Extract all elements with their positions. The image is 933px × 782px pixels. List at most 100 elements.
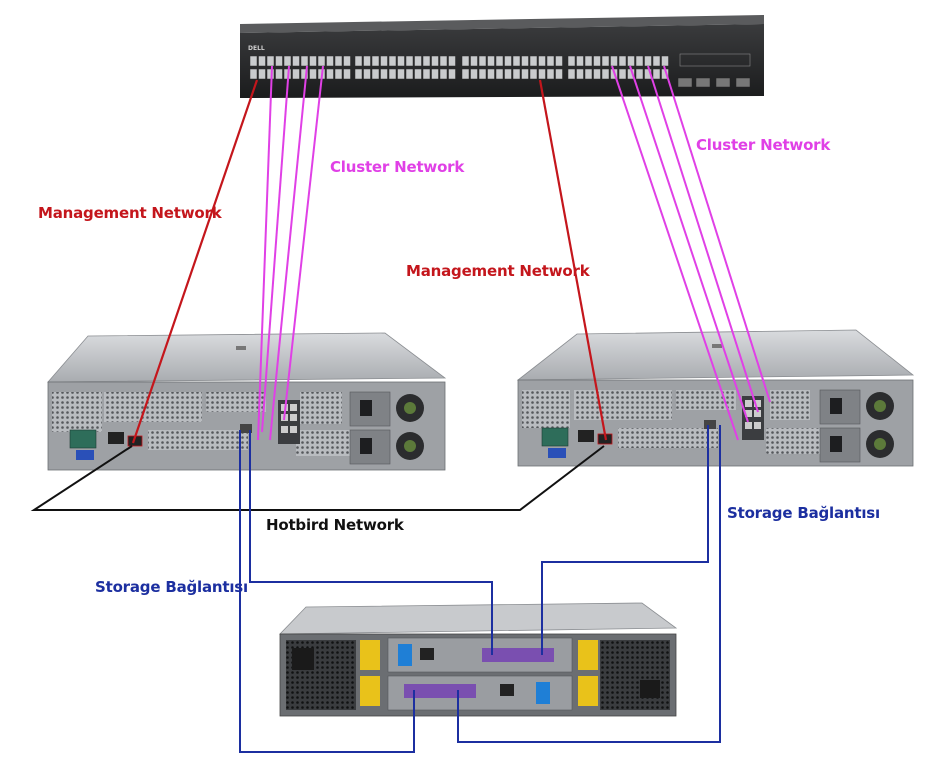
switch-port bbox=[334, 68, 343, 80]
switch-port bbox=[470, 55, 478, 67]
switch-port bbox=[275, 68, 283, 80]
cluster-cable bbox=[283, 65, 324, 421]
label-management-network-left: Management Network bbox=[38, 204, 222, 222]
serial-port bbox=[69, 429, 97, 449]
switch-port bbox=[461, 68, 470, 80]
switch-sfp-ports bbox=[677, 53, 751, 88]
switch-port bbox=[593, 55, 601, 67]
storage-cables bbox=[239, 425, 721, 753]
cluster-cable bbox=[257, 65, 273, 441]
server-left bbox=[47, 332, 447, 471]
cluster-cable bbox=[663, 65, 771, 403]
vga-port bbox=[548, 448, 566, 458]
switch-port bbox=[300, 68, 309, 80]
switch-port bbox=[521, 68, 529, 80]
switch-port bbox=[601, 55, 610, 67]
switch-port bbox=[292, 68, 300, 80]
switch-port bbox=[414, 55, 422, 67]
cluster-cable bbox=[269, 65, 308, 441]
switch-port bbox=[567, 68, 576, 80]
switch-port bbox=[354, 68, 363, 80]
switch-port bbox=[397, 68, 405, 80]
label-hotbird-network: Hotbird Network bbox=[266, 516, 404, 534]
switch-port bbox=[309, 68, 317, 80]
switch-port bbox=[371, 68, 380, 80]
switch-port bbox=[470, 68, 478, 80]
switch-port bbox=[461, 55, 470, 67]
switch-port bbox=[388, 68, 397, 80]
storage-array bbox=[279, 602, 678, 717]
switch-port bbox=[363, 55, 371, 67]
switch-port bbox=[414, 68, 422, 80]
switch-port bbox=[584, 55, 593, 67]
switch-port bbox=[448, 68, 456, 80]
switch-port bbox=[343, 68, 351, 80]
switch-port bbox=[635, 55, 644, 67]
switch-port bbox=[422, 68, 431, 80]
switch-port bbox=[576, 55, 584, 67]
switch-port bbox=[652, 68, 661, 80]
switch-port bbox=[422, 55, 431, 67]
switch-port bbox=[326, 68, 334, 80]
switch-port bbox=[448, 55, 456, 67]
switch-port bbox=[388, 55, 397, 67]
controller-latch bbox=[360, 676, 380, 706]
power-supply bbox=[349, 429, 391, 465]
switch-port bbox=[431, 55, 439, 67]
switch-port bbox=[538, 55, 546, 67]
switch-port bbox=[258, 68, 266, 80]
switch-port bbox=[363, 68, 371, 80]
switch-port bbox=[334, 55, 343, 67]
storage-cable-right-b bbox=[457, 425, 721, 743]
label-cluster-network-left: Cluster Network bbox=[330, 158, 465, 176]
serial-port bbox=[541, 427, 569, 447]
vga-port bbox=[76, 450, 94, 460]
switch-port bbox=[405, 68, 414, 80]
label-storage-connection-right: Storage Bağlantısı bbox=[727, 504, 880, 522]
switch-port bbox=[258, 55, 266, 67]
switch-port bbox=[512, 68, 521, 80]
switch-port bbox=[380, 68, 388, 80]
switch-port bbox=[266, 68, 275, 80]
switch-port bbox=[512, 55, 521, 67]
server-right bbox=[516, 329, 915, 467]
switch-port bbox=[317, 55, 326, 67]
switch-port bbox=[439, 55, 448, 67]
switch-port bbox=[538, 68, 546, 80]
cluster-cables bbox=[257, 65, 771, 441]
switch-port bbox=[627, 55, 635, 67]
switch-port bbox=[354, 55, 363, 67]
label-management-network-right: Management Network bbox=[406, 262, 590, 280]
cluster-cable bbox=[611, 65, 739, 441]
switch-port bbox=[644, 55, 652, 67]
switch-port bbox=[495, 68, 504, 80]
controller-latch bbox=[360, 640, 380, 670]
switch-port-grid bbox=[249, 55, 669, 80]
switch-port bbox=[584, 68, 593, 80]
switch-port bbox=[546, 55, 555, 67]
switch-brand: DELL bbox=[248, 45, 265, 52]
switch-port bbox=[249, 68, 258, 80]
switch-port bbox=[652, 55, 661, 67]
storage-ports-a bbox=[482, 648, 554, 662]
controller-latch bbox=[578, 640, 598, 670]
switch-port bbox=[529, 68, 538, 80]
cluster-cable bbox=[647, 65, 759, 413]
switch-port bbox=[380, 55, 388, 67]
switch-port bbox=[576, 68, 584, 80]
switch-port bbox=[431, 68, 439, 80]
hba-port bbox=[240, 424, 252, 433]
switch-port bbox=[283, 55, 292, 67]
switch-port bbox=[249, 55, 258, 67]
controller-latch bbox=[578, 676, 598, 706]
switch-port bbox=[555, 68, 563, 80]
storage-cable-right-a bbox=[541, 425, 709, 655]
switch-port bbox=[635, 68, 644, 80]
management-cable-left bbox=[131, 79, 259, 444]
cluster-cable bbox=[629, 65, 749, 423]
switch-port bbox=[397, 55, 405, 67]
hotbird-cable bbox=[30, 445, 605, 511]
switch-port bbox=[487, 68, 495, 80]
switch-port bbox=[567, 55, 576, 67]
